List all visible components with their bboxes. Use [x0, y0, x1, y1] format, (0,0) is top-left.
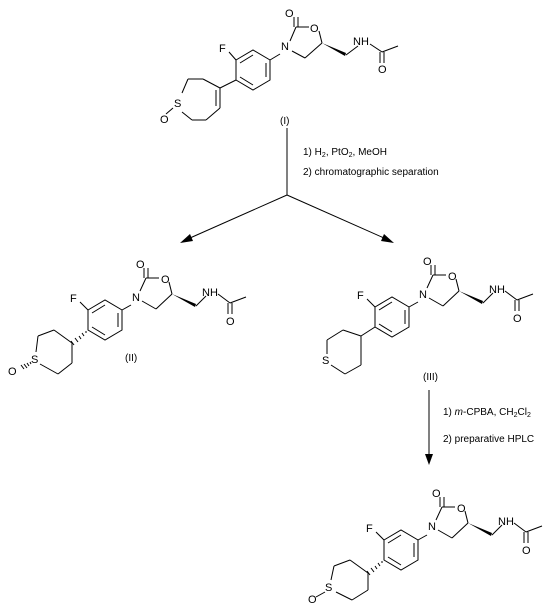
atom-label: S	[325, 582, 332, 594]
compound-III-atoms: O O N F NH O S	[322, 256, 522, 367]
compound-I: O O N F NH O S O (I)	[160, 8, 399, 127]
compound-II-label: (II)	[125, 353, 137, 364]
atom-label: S	[31, 354, 38, 366]
compound-II-atoms: O O N F NH O S O	[8, 259, 235, 378]
compound-product-atoms: O O N F NH O S O	[308, 488, 531, 606]
atom-label: F	[357, 290, 364, 302]
atom-label: O	[457, 503, 466, 515]
atom-label: S	[174, 98, 181, 110]
atom-label: O	[448, 271, 457, 283]
atom-label: O	[513, 313, 522, 325]
atom-label: S	[322, 355, 329, 367]
compound-III-bonds	[326, 265, 534, 375]
step2-conditions-line2: 2) preparative HPLC	[443, 434, 534, 445]
compound-III: O O N F NH O S (III)	[322, 256, 534, 383]
atom-label: N	[281, 41, 289, 53]
atom-label: NH	[489, 284, 505, 296]
atom-label: N	[419, 289, 427, 301]
compound-III-label: (III)	[423, 372, 438, 383]
atom-label: F	[366, 523, 373, 535]
atom-label: N	[428, 521, 436, 533]
step1-arrows	[180, 128, 394, 243]
atom-label: O	[285, 8, 294, 20]
step2-conditions-line1: 1) m-CPBA, CH2Cl2	[443, 407, 531, 419]
compound-I-bonds	[165, 17, 399, 121]
atom-label: O	[378, 64, 387, 76]
compound-II: O O N F NH O S O (II)	[8, 259, 247, 378]
compound-product: O O N F NH O S O	[308, 488, 543, 606]
atom-label: N	[132, 292, 140, 304]
atom-label: O	[308, 594, 317, 606]
step2-arrow	[425, 390, 433, 465]
atom-label: NH	[202, 287, 218, 299]
atom-label: O	[8, 366, 17, 378]
atom-label: NH	[498, 516, 514, 528]
atom-label: O	[310, 23, 319, 35]
atom-label: O	[161, 274, 170, 286]
compound-product-bonds	[315, 497, 543, 601]
compound-I-atoms: O O N F NH O S O	[160, 8, 387, 126]
atom-label: NH	[353, 36, 369, 48]
atom-label: F	[70, 293, 77, 305]
step1-conditions-line1: 1) H2, PtO2, MeOH	[303, 147, 387, 159]
atom-label: F	[219, 43, 226, 55]
atom-label: O	[136, 259, 145, 271]
atom-label: O	[160, 114, 169, 126]
atom-label: O	[522, 545, 531, 557]
step1-conditions-line2: 2) chromatographic separation	[303, 167, 439, 178]
atom-label: O	[423, 256, 432, 268]
compound-I-label: (I)	[280, 116, 289, 127]
compound-II-bonds	[20, 268, 247, 375]
atom-label: O	[226, 316, 235, 328]
atom-label: O	[432, 488, 441, 500]
